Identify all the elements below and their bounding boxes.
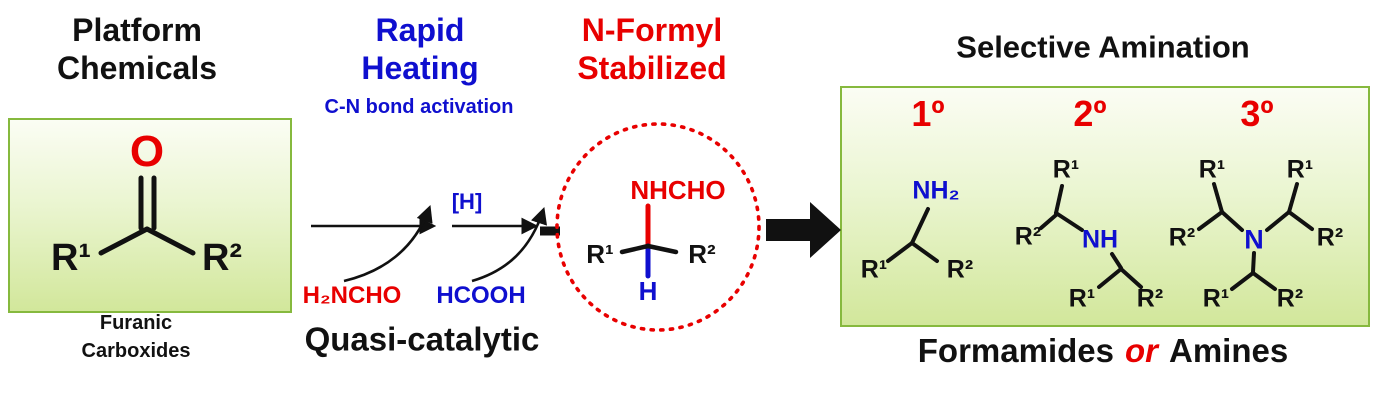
secondary-r1-top-label: R¹ [1052, 155, 1080, 184]
intermediate-r2-label: R² [688, 239, 716, 269]
secondary-r2-bottom-label: R² [1136, 284, 1164, 313]
right-title: Selective Amination [956, 29, 1250, 65]
curved-arrow-icon [343, 205, 433, 283]
intermediate-bonds [619, 203, 679, 279]
intermediate-title-line1: N-Formyl [581, 12, 723, 48]
ketone-r1-label: R¹ [50, 237, 92, 279]
platform-chemicals-box [8, 118, 292, 313]
left-title-line1: Platform [72, 12, 202, 48]
intermediate-r1-label: R¹ [586, 239, 614, 269]
secondary-nh-label: NH [1081, 225, 1119, 254]
primary-r1-label: R¹ [860, 255, 888, 284]
carbonyl-oxygen-label: O [129, 127, 165, 176]
product-caption-or: or [1125, 332, 1159, 369]
cn-bond-activation-label: C-N bond activation [324, 96, 514, 118]
secondary-order-label: 2º [1073, 93, 1107, 134]
nhcho-label: NHCHO [630, 175, 726, 205]
reaction-arrows [311, 205, 560, 283]
secondary-r2-left-label: R² [1014, 222, 1042, 251]
product-caption-part2: Amines [1169, 332, 1289, 369]
intermediate-title-line2: Stabilized [577, 50, 727, 86]
tertiary-r2-bottom-label: R² [1276, 284, 1304, 313]
primary-nh2-label: NH₂ [912, 176, 960, 205]
ketone-r2-label: R² [201, 237, 243, 279]
middle-title-line2: Heating [361, 50, 479, 86]
tertiary-r2-left-label: R² [1168, 223, 1196, 252]
left-title-line2: Chemicals [56, 50, 218, 86]
left-caption-line2: Carboxides [81, 340, 191, 362]
tertiary-r2-right-label: R² [1316, 223, 1344, 252]
tertiary-order-label: 3º [1240, 93, 1274, 134]
primary-r2-label: R² [946, 255, 974, 284]
block-arrow-icon [766, 202, 841, 258]
tertiary-r1-top-right-label: R¹ [1286, 155, 1314, 184]
hydrogen-source-label: [H] [451, 189, 483, 214]
tertiary-r1-bottom-label: R¹ [1202, 284, 1230, 313]
formamide-reagent-label: H₂NCHO [302, 282, 402, 309]
product-caption-part1: Formamides [917, 332, 1115, 369]
primary-order-label: 1º [911, 93, 945, 134]
intermediate-h-label: H [638, 276, 658, 306]
tertiary-n-label: N [1244, 224, 1264, 255]
curved-arrow-icon [471, 206, 548, 283]
left-caption-line1: Furanic [99, 312, 173, 334]
middle-title-line1: Rapid [375, 12, 465, 48]
formic-acid-reagent-label: HCOOH [436, 282, 526, 309]
product-caption: Formamides or Amines [918, 332, 1288, 370]
secondary-r1-bottom-label: R¹ [1068, 284, 1096, 313]
quasi-catalytic-caption: Quasi-catalytic [304, 320, 540, 358]
tertiary-r1-top-left-label: R¹ [1198, 155, 1226, 184]
stabilized-dotted-circle-icon [555, 122, 761, 332]
